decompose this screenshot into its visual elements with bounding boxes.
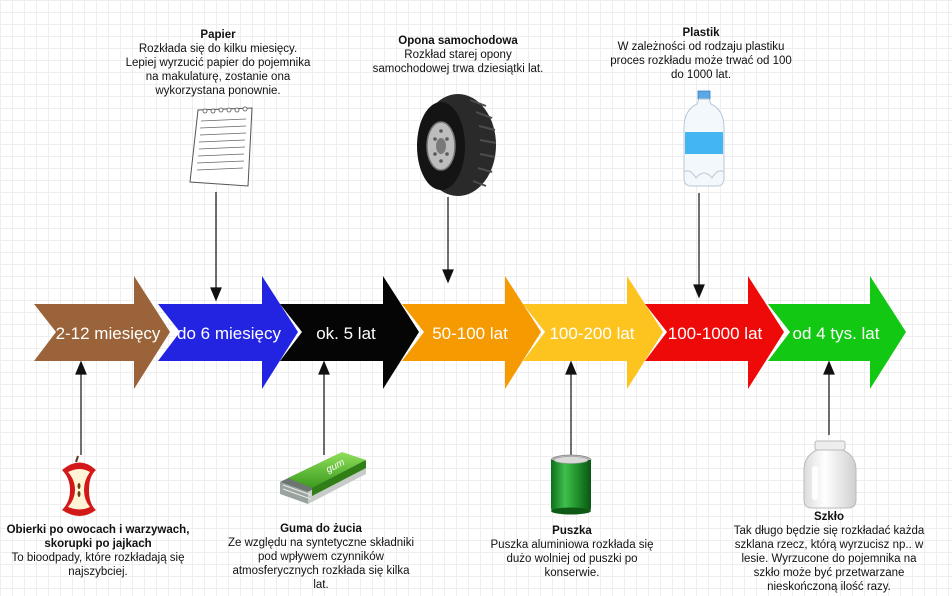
note-szklo: Szkło Tak długo będzie się rozkładać każ…: [716, 510, 942, 594]
note-puszka: Puszka Puszka aluminiowa rozkłada się du…: [474, 524, 670, 580]
arrow-label-6: od 4 tys. lat: [793, 324, 880, 343]
plastic-bottle-icon: [683, 90, 725, 187]
note-plastik: Plastik W zależności od rodzaju plastiku…: [596, 26, 806, 82]
note-szklo-line-1: szklana rzecz, którą wyrzucisz np.. w: [734, 539, 924, 551]
note-papier-line-2: na makulaturę, zostanie ona: [145, 71, 291, 83]
note-obierki-title2: skorupki po jajkach: [44, 538, 152, 550]
note-guma-title: Guma do żucia: [280, 523, 362, 535]
connector-opona: [442, 197, 454, 284]
arrow-5: [645, 276, 784, 389]
note-guma: Guma do żucia Ze względu na syntetyczne …: [206, 522, 436, 592]
note-plastik-line-2: do 1000 lat.: [670, 69, 732, 81]
note-plastik-line-0: W zależności od rodzaju plastiku: [617, 41, 785, 53]
note-guma-line-1: pod wpływem czynników: [258, 551, 384, 563]
note-puszka-line-1: dużo wolniej od puszki po: [506, 553, 638, 565]
connector-szklo: [823, 360, 835, 435]
note-puszka-line-2: konserwie.: [544, 567, 600, 579]
note-guma-line-3: lat.: [313, 579, 329, 591]
note-puszka-line-0: Puszka aluminiowa rozkłada się: [490, 539, 654, 551]
chewing-gum-icon: gum: [280, 452, 366, 504]
arrow-1: [158, 276, 298, 389]
connector-obierki: [75, 360, 87, 455]
connector-plastik: [693, 193, 705, 299]
paper-icon: [189, 106, 253, 187]
note-szklo-title: Szkło: [813, 511, 845, 523]
note-opona-line-1: samochodowej trwa dziesiątki lat.: [372, 63, 544, 75]
arrow-label-4: 100-200 lat: [549, 324, 634, 343]
note-papier: Papier Rozkłada się do kilku miesięcy. L…: [118, 28, 318, 98]
arrow-0: [34, 276, 170, 389]
note-szklo-line-0: Tak długo będzie się rozkładać każda: [733, 525, 925, 537]
note-opona-line-0: Rozkład starej opony: [404, 49, 512, 61]
arrow-label-1: do 6 miesięcy: [177, 324, 281, 343]
apple-core-icon: [62, 455, 96, 516]
glass-jar-icon: [803, 440, 857, 509]
note-obierki-title: Obierki po owocach i warzywach,: [6, 524, 190, 536]
arrow-label-5: 100-1000 lat: [668, 324, 763, 343]
arrow-label-2: ok. 5 lat: [316, 324, 376, 343]
connector-guma: [318, 360, 330, 455]
note-puszka-title: Puszka: [552, 525, 592, 537]
arrow-6: [768, 276, 906, 389]
note-plastik-line-1: proces rozkładu może trwać od 100: [610, 55, 792, 67]
note-obierki-line-1: najszybciej.: [68, 566, 128, 578]
note-szklo-line-3: szkło może być przetwarzane: [753, 567, 905, 579]
can-icon: [550, 454, 592, 515]
note-obierki-line-0: To bioodpady, które rozkładają się: [11, 552, 185, 564]
note-guma-line-2: atmosferycznych rozkłada się kilka: [232, 565, 410, 577]
arrow-label-3: 50-100 lat: [432, 324, 508, 343]
note-obierki: Obierki po owocach i warzywach, skorupki…: [0, 523, 196, 579]
note-papier-line-3: wykorzystana ponownie.: [155, 85, 281, 97]
note-papier-line-1: Lepiej wyrzucić papier do pojemnika: [125, 57, 311, 69]
arrow-label-0: 2-12 miesięcy: [56, 324, 161, 343]
note-papier-line-0: Rozkłada się do kilku miesięcy.: [138, 43, 298, 55]
note-papier-title: Papier: [200, 29, 236, 41]
note-guma-line-0: Ze względu na syntetyczne składniki: [227, 537, 414, 549]
arrow-2: [280, 276, 419, 389]
arrow-4: [523, 276, 663, 389]
note-opona: Opona samochodowa Rozkład starej opony s…: [358, 34, 558, 76]
arrow-3: [402, 276, 541, 389]
connector-puszka: [565, 360, 577, 455]
note-opona-title: Opona samochodowa: [398, 35, 518, 47]
tire-icon: [417, 94, 497, 196]
note-szklo-line-4: nieskończoną ilość razy.: [767, 581, 891, 593]
connector-papier: [210, 192, 222, 302]
note-szklo-line-2: lesie. Wyrzucone do pojemnika na: [741, 553, 917, 565]
note-plastik-title: Plastik: [682, 27, 720, 39]
